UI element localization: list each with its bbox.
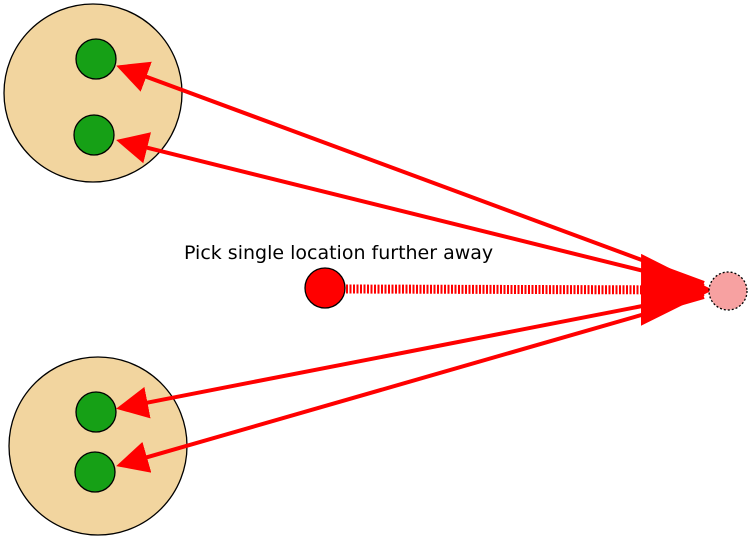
move-arrow [345, 253, 713, 326]
node-bottom-2 [74, 451, 116, 493]
far-location [708, 271, 748, 311]
arrow-to-node-top-2 [116, 132, 705, 288]
node-bottom-1 [75, 391, 117, 433]
node-top-1 [75, 38, 117, 80]
caption-text: Pick single location further away [184, 242, 493, 264]
arrow-to-node-bottom-2 [116, 295, 705, 473]
arrow-to-node-top-1 [116, 61, 705, 285]
cluster-bottom [8, 356, 188, 536]
node-top-2 [73, 114, 115, 156]
source-location [304, 267, 346, 309]
arrow-to-node-bottom-1 [116, 292, 705, 419]
